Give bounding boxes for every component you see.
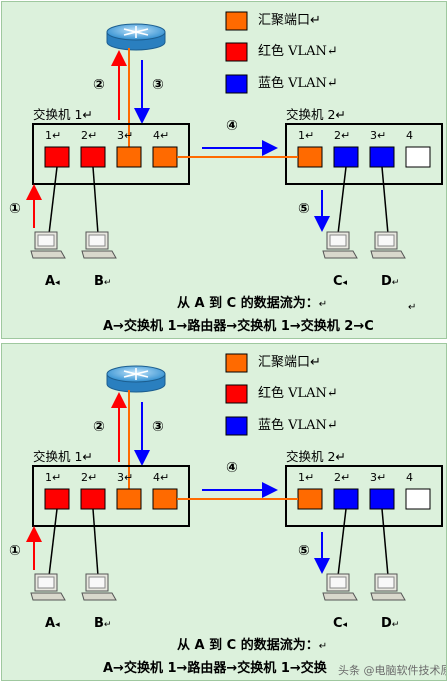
pc-b-label: B↵ bbox=[94, 616, 112, 631]
switch-2-port-3-label: 3↵ bbox=[370, 129, 387, 142]
step-2-label: ② bbox=[93, 419, 105, 435]
switch-2-port-4-label: 4 bbox=[406, 129, 413, 142]
legend-red-label: 红色 VLAN↵ bbox=[258, 386, 338, 401]
switch-1-title: 交换机 1↵ bbox=[33, 449, 93, 464]
network-diagram bbox=[26, 353, 443, 601]
cable-d bbox=[381, 508, 389, 577]
switch-1-port-1 bbox=[44, 488, 70, 510]
cable-c bbox=[337, 508, 347, 577]
switch-1-box bbox=[32, 123, 190, 185]
flow-extra-mark: ↵ bbox=[408, 302, 417, 313]
switch-1-port-2-label: 2↵ bbox=[81, 129, 98, 142]
switch-1-port-4-label: 4↵ bbox=[153, 471, 170, 484]
switch-2-port-4-label: 4 bbox=[406, 471, 413, 484]
step-4-label: ④ bbox=[226, 118, 238, 134]
step-1-label: ① bbox=[9, 543, 21, 559]
flow-title: 从 A 到 C 的数据流为：↵ bbox=[177, 296, 328, 311]
switch-2-box bbox=[285, 123, 443, 185]
switch-1-box bbox=[32, 465, 190, 527]
switch-2-port-2 bbox=[333, 146, 359, 168]
switch-2-port-3 bbox=[369, 488, 395, 510]
switch-1-port-4 bbox=[152, 488, 178, 510]
computer-icon bbox=[30, 573, 66, 601]
legend-blue-label: 蓝色 VLAN↵ bbox=[258, 76, 338, 91]
computer-icon bbox=[370, 231, 406, 259]
legend-red-swatch bbox=[225, 384, 248, 404]
diagram-panel-top: 汇聚端口↵ 红色 VLAN↵ 蓝色 VLAN↵ 交换机 1↵ 交换机 2↵ 1↵… bbox=[1, 1, 447, 339]
pc-c-label: C◂ bbox=[333, 274, 348, 289]
switch-1-port-2-label: 2↵ bbox=[81, 471, 98, 484]
cable-c bbox=[337, 166, 347, 235]
diagram-panel-bottom: 汇聚端口↵ 红色 VLAN↵ 蓝色 VLAN↵ 交换机 1↵ 交换机 2↵ 1↵… bbox=[1, 343, 447, 681]
computer-icon bbox=[30, 231, 66, 259]
step-5-label: ⑤ bbox=[298, 543, 310, 559]
legend-trunk-swatch bbox=[225, 11, 248, 31]
switch-2-port-3-label: 3↵ bbox=[370, 471, 387, 484]
legend-trunk-swatch bbox=[225, 353, 248, 373]
pc-d-label: D↵ bbox=[381, 274, 400, 289]
cable-d bbox=[381, 166, 389, 235]
switch-1-title: 交换机 1↵ bbox=[33, 107, 93, 122]
step-4-label: ④ bbox=[226, 460, 238, 476]
computer-icon bbox=[370, 573, 406, 601]
flow-path: A→交换机 1→路由器→交换机 1→交换机 2→C bbox=[103, 319, 374, 334]
pc-a-label: A◂ bbox=[45, 616, 60, 631]
switch-2-box bbox=[285, 465, 443, 527]
switch-2-port-1-label: 1↵ bbox=[298, 471, 315, 484]
router-icon bbox=[106, 23, 166, 51]
legend-blue-label: 蓝色 VLAN↵ bbox=[258, 418, 338, 433]
router-icon bbox=[106, 365, 166, 393]
switch-2-title: 交换机 2↵ bbox=[286, 449, 346, 464]
network-diagram bbox=[26, 11, 443, 259]
step-3-label: ③ bbox=[152, 77, 164, 93]
step-1-label: ① bbox=[9, 201, 21, 217]
pc-c-label: C◂ bbox=[333, 616, 348, 631]
switch-2-title: 交换机 2↵ bbox=[286, 107, 346, 122]
pc-b-label: B↵ bbox=[94, 274, 112, 289]
switch-2-port-4 bbox=[405, 488, 431, 510]
cable-a bbox=[48, 508, 58, 577]
switch-1-port-1 bbox=[44, 146, 70, 168]
switch-1-port-2 bbox=[80, 488, 106, 510]
legend-red-label: 红色 VLAN↵ bbox=[258, 44, 338, 59]
switch-2-port-2-label: 2↵ bbox=[334, 471, 351, 484]
cable-b bbox=[92, 508, 99, 577]
switch-2-port-2 bbox=[333, 488, 359, 510]
switch-2-port-3 bbox=[369, 146, 395, 168]
switch-2-port-1-label: 1↵ bbox=[298, 129, 315, 142]
switch-1-port-4 bbox=[152, 146, 178, 168]
switch-2-port-1 bbox=[297, 146, 323, 168]
watermark: 头条 @电脑软件技术原理 bbox=[338, 664, 446, 677]
step-3-label: ③ bbox=[152, 419, 164, 435]
switch-1-port-2 bbox=[80, 146, 106, 168]
flow-path: A→交换机 1→路由器→交换机 1→交换 bbox=[103, 661, 327, 676]
cable-b bbox=[92, 166, 99, 235]
switch-1-port-1-label: 1↵ bbox=[45, 129, 62, 142]
step-2-label: ② bbox=[93, 77, 105, 93]
switch-2-port-4 bbox=[405, 146, 431, 168]
switch-2-port-2-label: 2↵ bbox=[334, 129, 351, 142]
computer-icon bbox=[81, 231, 117, 259]
flow-title: 从 A 到 C 的数据流为：↵ bbox=[177, 638, 328, 653]
legend-blue-swatch bbox=[225, 416, 248, 436]
cable-a bbox=[48, 166, 58, 235]
switch-1-port-3-label: 3↵ bbox=[117, 471, 134, 484]
step-5-label: ⑤ bbox=[298, 201, 310, 217]
pc-d-label: D↵ bbox=[381, 616, 400, 631]
switch-1-port-3 bbox=[116, 146, 142, 168]
switch-1-port-1-label: 1↵ bbox=[45, 471, 62, 484]
legend-blue-swatch bbox=[225, 74, 248, 94]
legend-trunk-label: 汇聚端口↵ bbox=[258, 355, 321, 370]
computer-icon bbox=[322, 573, 358, 601]
computer-icon bbox=[322, 231, 358, 259]
switch-2-port-1 bbox=[297, 488, 323, 510]
switch-1-port-3-label: 3↵ bbox=[117, 129, 134, 142]
pc-a-label: A◂ bbox=[45, 274, 60, 289]
legend-red-swatch bbox=[225, 42, 248, 62]
legend-trunk-label: 汇聚端口↵ bbox=[258, 13, 321, 28]
switch-1-port-4-label: 4↵ bbox=[153, 129, 170, 142]
computer-icon bbox=[81, 573, 117, 601]
switch-1-port-3 bbox=[116, 488, 142, 510]
